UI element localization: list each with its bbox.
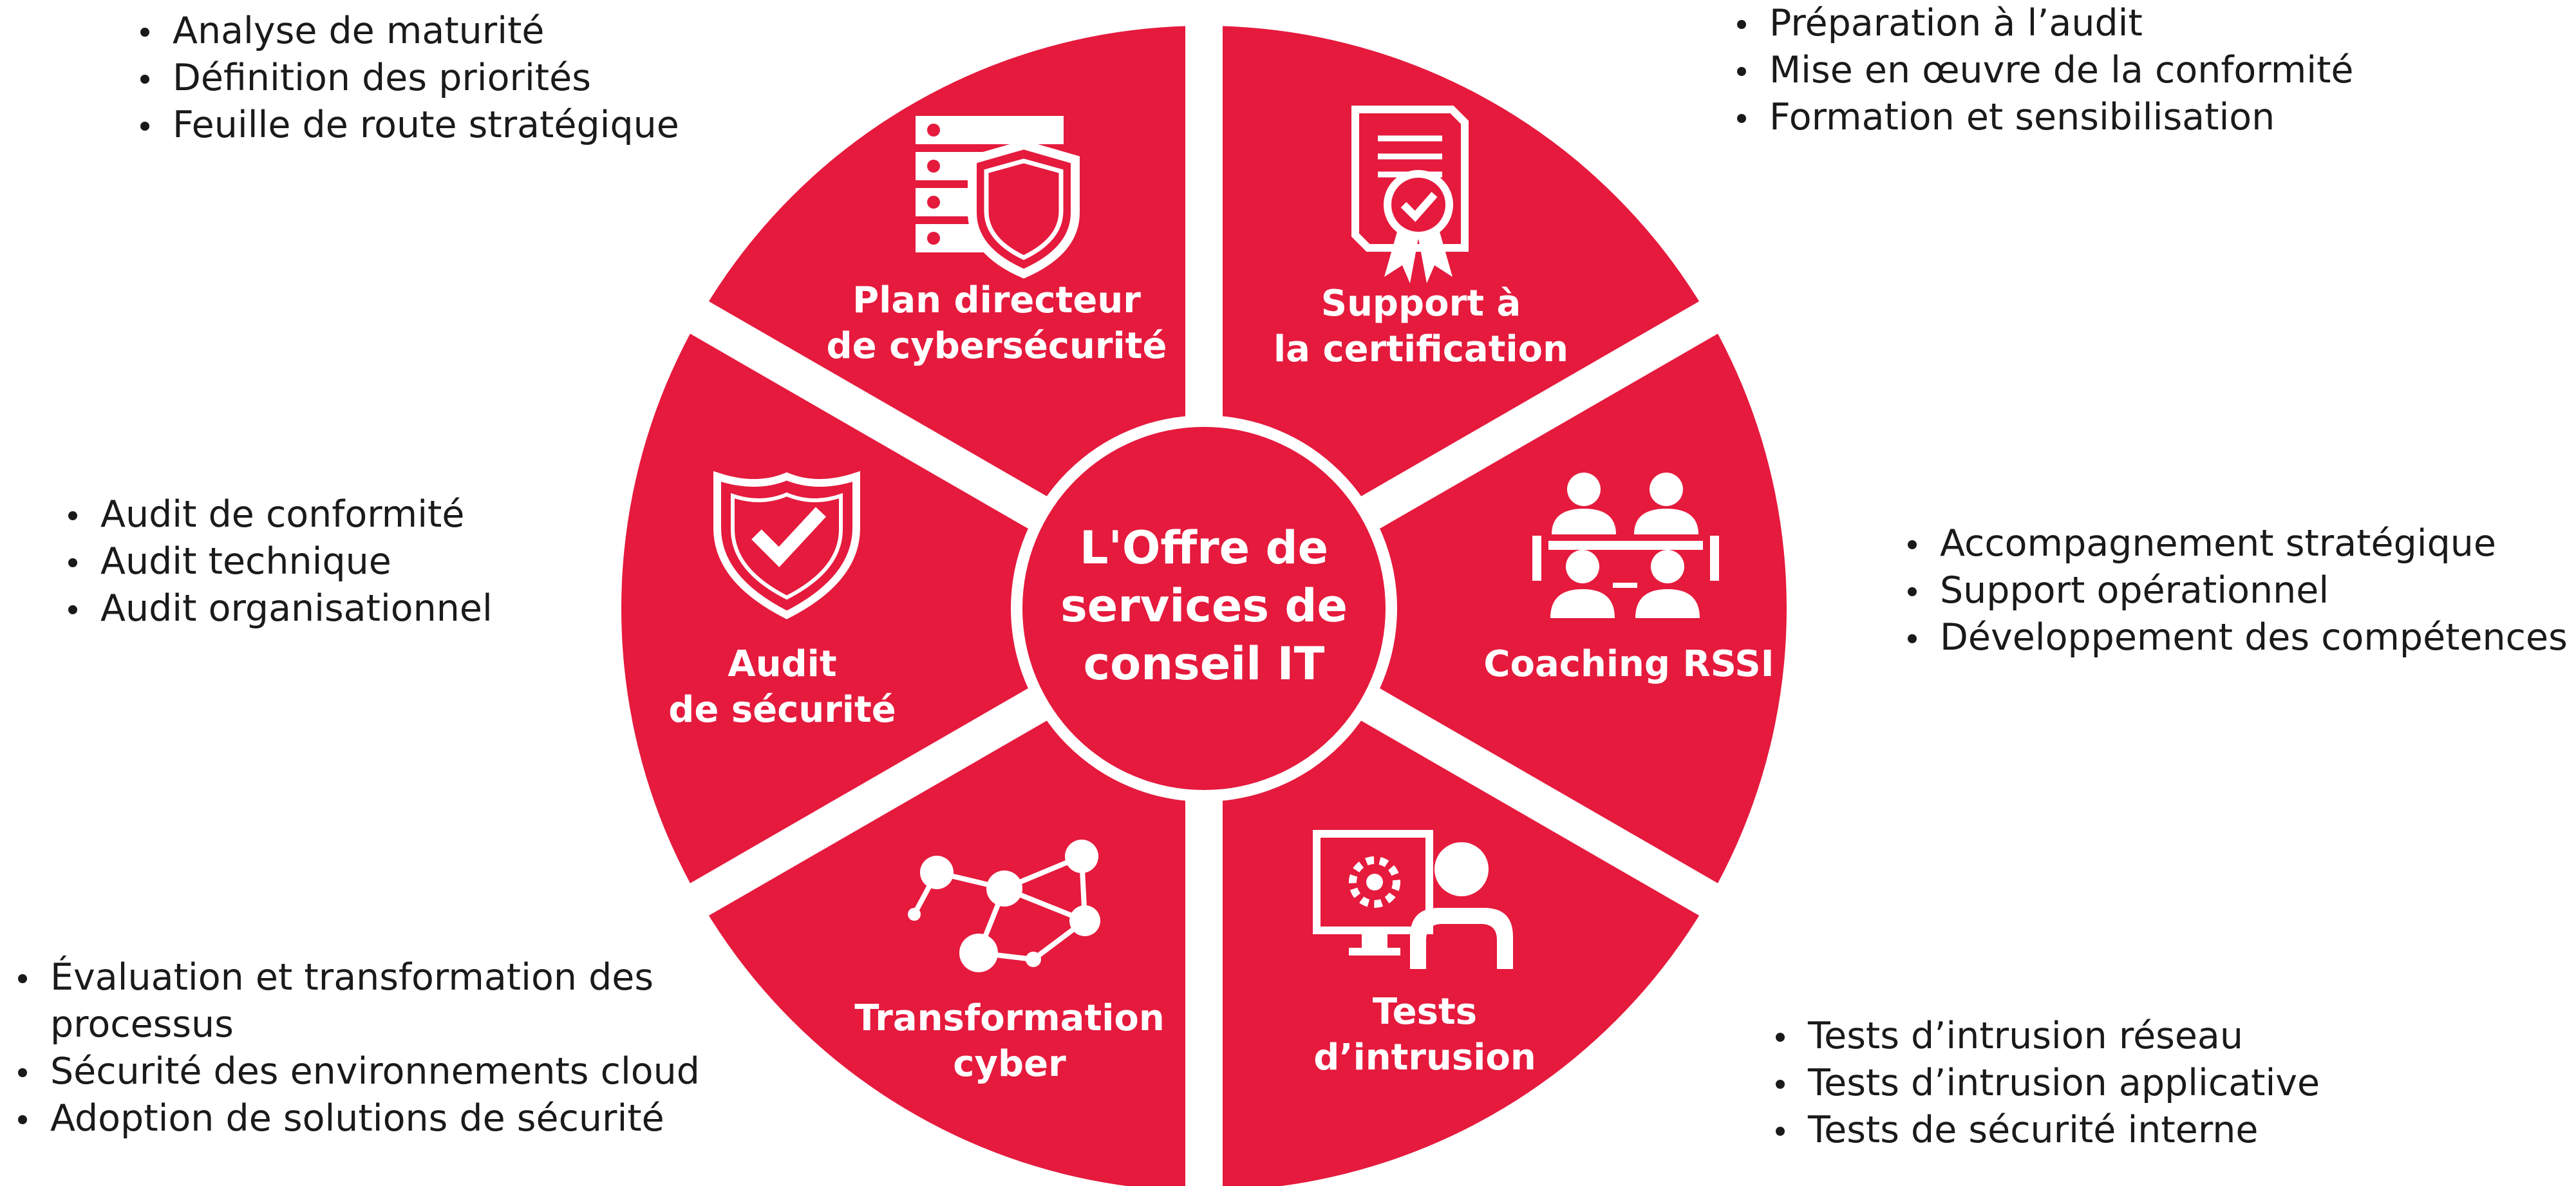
list-item: Adoption de solutions de sécurité	[13, 1095, 753, 1142]
segment-tests-label-line2: d’intrusion	[1313, 1037, 1536, 1078]
list-item: Audit de conformité	[63, 491, 643, 538]
list-item: Tests d’intrusion réseau	[1771, 1013, 2479, 1060]
list-item: Tests de sécurité interne	[1771, 1107, 2479, 1154]
segment-plan-label-line1: Plan directeur	[852, 279, 1141, 321]
segment-coaching-label-line1: Coaching RSSI	[1483, 643, 1774, 685]
segment-tests-label-line1: Tests	[1373, 991, 1477, 1033]
segment-plan[interactable]: Plan directeur de cybersécurité	[827, 116, 1167, 367]
plan-bullets: Analyse de maturité Définition des prior…	[135, 8, 779, 149]
list-item: Formation et sensibilisation	[1732, 94, 2472, 141]
segment-transfo[interactable]: Transformation cyber	[854, 840, 1165, 1085]
tests-bullets: Tests d’intrusion réseau Tests d’intrusi…	[1771, 1013, 2479, 1154]
segment-audit-label-line2: de sécurité	[668, 689, 896, 731]
list-item: Accompagnement stratégique	[1903, 520, 2576, 567]
segment-audit-label-line1: Audit	[728, 643, 836, 685]
segment-support-label-line2: la certification	[1274, 328, 1568, 370]
center-title-line1: L'Offre de	[1080, 522, 1328, 574]
network-nodes-icon	[908, 840, 1100, 972]
list-item: Feuille de route stratégique	[135, 102, 779, 149]
segment-transfo-label-line2: cyber	[953, 1043, 1066, 1085]
segment-tests[interactable]: Tests d’intrusion	[1313, 830, 1536, 1078]
segment-plan-label-line2: de cybersécurité	[827, 325, 1167, 367]
segment-coaching[interactable]: Coaching RSSI	[1483, 473, 1774, 685]
audit-bullets: Audit de conformité Audit technique Audi…	[63, 491, 643, 632]
list-item: Audit technique	[63, 538, 643, 585]
coaching-bullets: Accompagnement stratégique Support opéra…	[1903, 520, 2576, 661]
support-bullets: Préparation à l’audit Mise en œuvre de l…	[1732, 0, 2472, 141]
transfo-bullets: Évaluation et transformation des process…	[13, 954, 753, 1142]
list-item: Évaluation et transformation des process…	[13, 954, 753, 1048]
segment-support-label-line1: Support à	[1321, 283, 1521, 325]
list-item: Définition des priorités	[135, 55, 779, 102]
list-item: Sécurité des environnements cloud	[13, 1048, 753, 1095]
segment-audit[interactable]: Audit de sécurité	[668, 471, 896, 731]
list-item: Support opérationnel	[1903, 567, 2576, 614]
list-item: Mise en œuvre de la conformité	[1732, 47, 2472, 94]
list-item: Tests d’intrusion applicative	[1771, 1060, 2479, 1107]
segment-support[interactable]: Support à la certification	[1274, 106, 1568, 370]
center-title-line2: services de	[1060, 579, 1348, 632]
shield-check-icon	[713, 471, 860, 619]
list-item: Analyse de maturité	[135, 8, 779, 55]
meeting-people-icon	[1532, 473, 1719, 618]
list-item: Développement des compétences	[1903, 614, 2576, 661]
monitor-gear-person-icon	[1313, 830, 1513, 969]
center-title-line3: conseil IT	[1084, 637, 1325, 690]
list-item: Préparation à l’audit	[1732, 0, 2472, 47]
certificate-icon	[1351, 106, 1469, 283]
center-hub	[1022, 427, 1386, 790]
segment-transfo-label-line1: Transformation	[854, 997, 1165, 1039]
list-item: Audit organisationnel	[63, 585, 643, 632]
server-shield-icon	[916, 116, 1080, 279]
